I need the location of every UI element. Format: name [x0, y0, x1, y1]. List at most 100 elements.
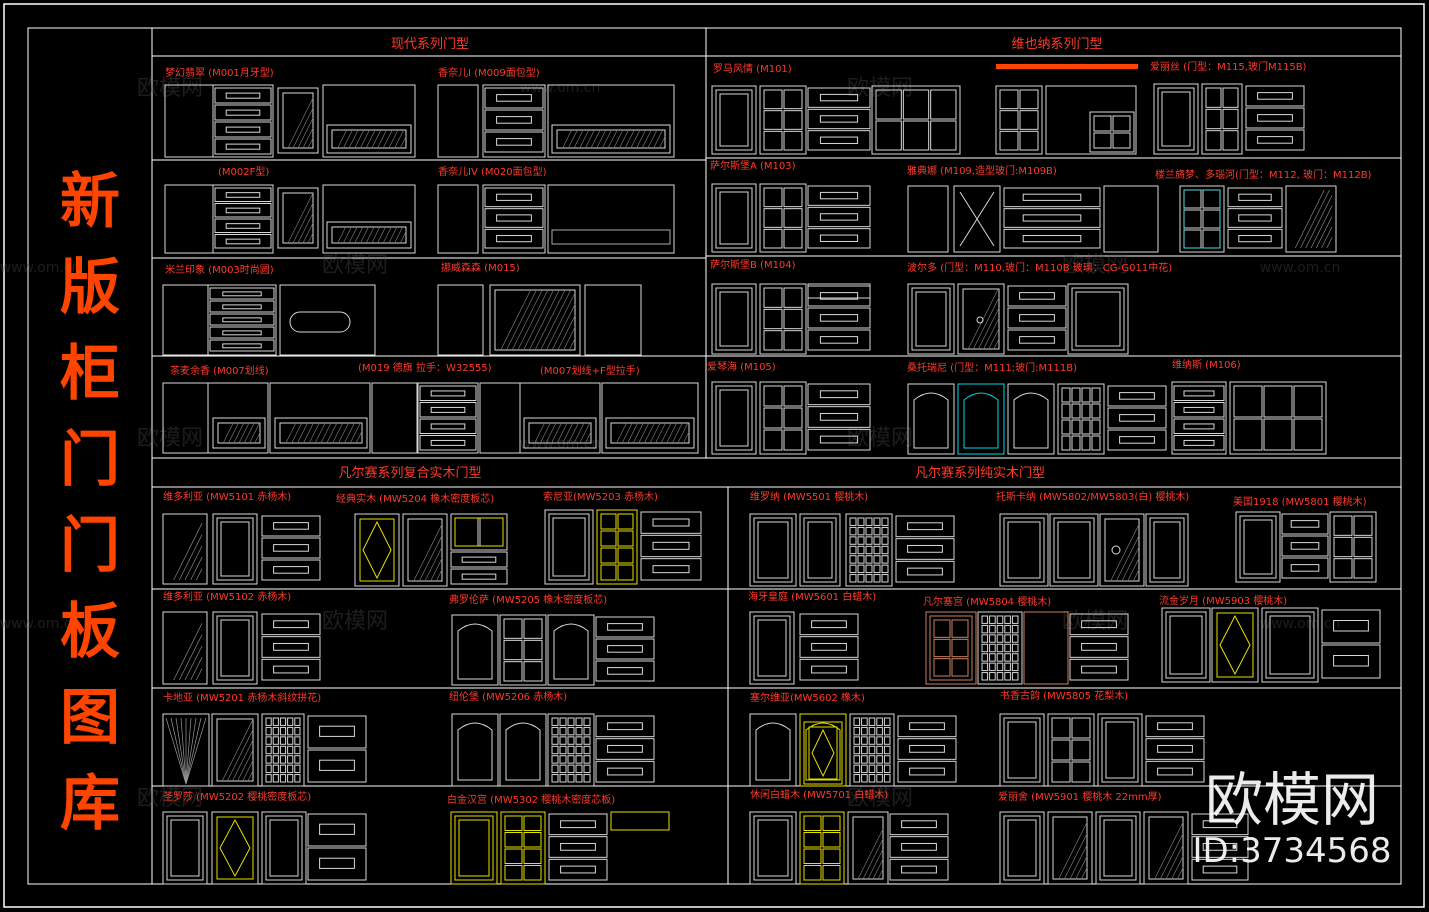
door-outline	[1245, 85, 1305, 107]
label-modern-7: 茶麦余香 (M007划线)	[170, 364, 269, 377]
door-outline	[883, 717, 891, 726]
door-outline	[523, 865, 542, 881]
hatch-line	[424, 546, 443, 582]
hatch-line	[399, 231, 407, 244]
door-outline	[503, 639, 523, 661]
door-outline	[1095, 811, 1141, 885]
door-outline	[763, 407, 783, 429]
door-outline	[957, 383, 1005, 455]
hatch-line	[1165, 844, 1184, 880]
door-outline	[287, 755, 294, 764]
hatch-line	[1294, 189, 1325, 249]
door-outline	[287, 774, 294, 783]
door-outline	[1019, 110, 1039, 130]
door-outline	[1202, 865, 1238, 874]
door-outline	[575, 774, 583, 783]
door-outline	[1007, 521, 1041, 579]
door-outline	[711, 381, 757, 455]
door-outline	[1061, 403, 1071, 419]
door-outline	[1173, 418, 1225, 434]
title-glyph: 柜	[60, 339, 120, 409]
section-title-modern: 现代系列门型	[391, 37, 469, 52]
door-outline	[640, 558, 702, 581]
hatch-line	[247, 770, 254, 782]
label-composite-6: 卡地亚 (MW5201 赤杨木斜纹拼花)	[163, 691, 321, 704]
door-outline	[222, 304, 262, 310]
door-outline	[895, 560, 955, 583]
door-outline	[261, 811, 307, 885]
door-outline	[995, 85, 1043, 155]
door-outline	[277, 187, 319, 249]
hatch-line	[287, 97, 314, 149]
door-outline	[272, 717, 279, 726]
hatch-line	[500, 289, 532, 351]
door-outline	[458, 819, 490, 877]
door-outline	[265, 726, 272, 736]
door-outline	[907, 567, 943, 576]
door-outline	[999, 89, 1019, 110]
door-outline	[783, 89, 803, 110]
faint-watermark: 欧模网	[847, 786, 913, 811]
hatch-line	[562, 129, 572, 149]
hatch-line	[596, 129, 607, 149]
door-outline	[807, 87, 871, 108]
door-outline	[496, 116, 532, 124]
door-outline	[799, 811, 845, 885]
door-outline	[209, 339, 275, 352]
door-outline	[1222, 87, 1239, 108]
door-outline	[214, 138, 272, 155]
hatch-line	[551, 422, 562, 444]
door-outline	[484, 228, 544, 249]
hatch-line	[242, 760, 254, 782]
door-outline	[279, 745, 287, 755]
door-outline	[865, 517, 873, 526]
door-outline	[551, 774, 559, 783]
door-outline	[216, 816, 254, 880]
door-outline	[1071, 419, 1081, 435]
door-outline	[819, 213, 859, 221]
door-outline	[454, 815, 494, 881]
door-outline	[803, 815, 822, 831]
door-outline	[807, 329, 871, 351]
door-outline	[783, 130, 803, 151]
door-outline	[799, 713, 847, 787]
door-outline	[1183, 423, 1215, 430]
door-outline	[489, 284, 581, 356]
door-outline	[857, 564, 865, 574]
hatch-line	[337, 226, 347, 244]
door-outline	[419, 418, 477, 434]
door-outline	[499, 614, 547, 686]
door-outline	[819, 234, 859, 242]
door-outline	[547, 614, 595, 686]
door-outline	[162, 811, 208, 885]
door-outline	[861, 726, 868, 736]
door-outline	[999, 110, 1019, 130]
hatch-line	[254, 432, 261, 444]
hatch-line	[568, 422, 579, 444]
door-outline	[819, 314, 859, 322]
door-outline	[1157, 87, 1195, 151]
door-outline	[503, 618, 523, 639]
door-outline	[419, 402, 477, 418]
door-outline	[499, 713, 547, 787]
hatch-line	[285, 422, 297, 444]
door-outline	[322, 184, 416, 254]
hatch-line	[1064, 833, 1088, 880]
door-outline	[876, 774, 883, 783]
label-modern-9: (M007划线+F型拉手)	[540, 364, 640, 377]
accent-bar	[996, 64, 1138, 69]
door-outline	[1112, 115, 1131, 132]
vertical-title: 新版柜门门板图库	[60, 167, 120, 839]
door-outline	[567, 745, 575, 755]
door-outline	[807, 283, 871, 299]
door-outline	[763, 429, 783, 451]
door-outline	[861, 717, 868, 726]
door-outline	[1333, 655, 1369, 667]
door-outline	[607, 623, 643, 631]
door-outline	[857, 555, 865, 564]
title-glyph: 门	[60, 511, 120, 581]
door-outline	[331, 226, 407, 244]
door-outline	[272, 745, 279, 755]
door-outline	[214, 121, 272, 138]
